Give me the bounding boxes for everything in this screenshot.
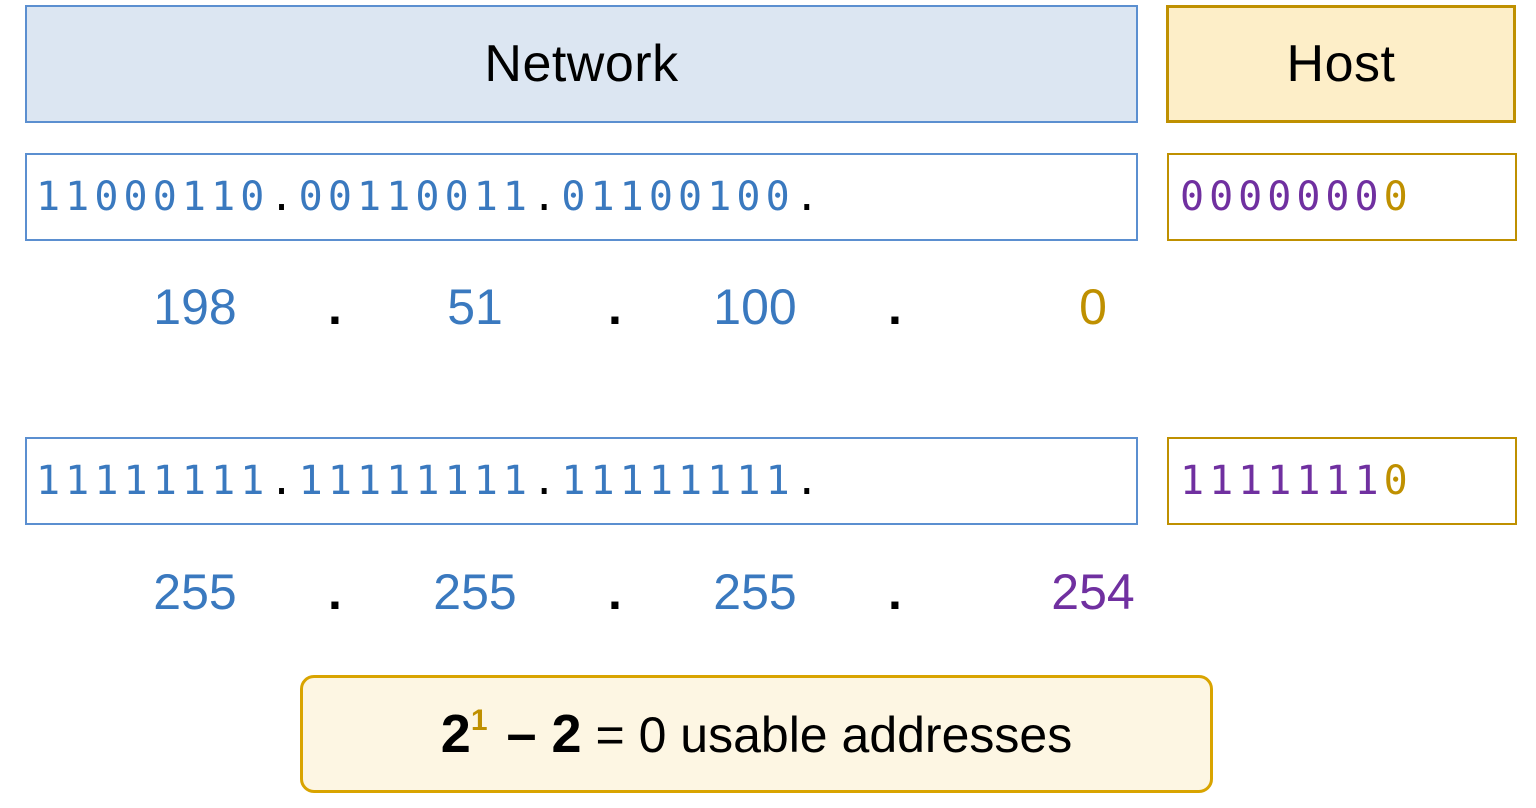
ip-decimal-dot-1: . bbox=[328, 279, 342, 335]
ip-decimal-octet1: 198 bbox=[153, 279, 237, 335]
mask-decimal-row: 255 . 255 . 255 . 254 bbox=[0, 557, 1536, 627]
mask-decimal-dot-1: . bbox=[328, 564, 342, 620]
formula-base: 2 bbox=[440, 704, 471, 764]
ip-binary-host-host-bits: 0 bbox=[1383, 174, 1413, 220]
ip-binary-host-network-bits: 0000000 bbox=[1180, 174, 1384, 220]
ip-binary-dot-2: . bbox=[532, 174, 562, 220]
ip-binary-dot-1: . bbox=[269, 174, 299, 220]
mask-binary-dot-1: . bbox=[269, 458, 299, 504]
mask-binary-dot-3: . bbox=[794, 458, 824, 504]
mask-binary-octet3: 11111111 bbox=[561, 458, 795, 504]
header-host-label: Host bbox=[1286, 35, 1396, 93]
mask-decimal-octet3: 255 bbox=[713, 564, 797, 620]
mask-decimal-dot-2: . bbox=[608, 564, 622, 620]
header-network-label: Network bbox=[484, 35, 679, 93]
formula-result-text: = 0 usable addresses bbox=[581, 707, 1073, 763]
mask-decimal-octet1: 255 bbox=[153, 564, 237, 620]
ip-decimal-row: 198 . 51 . 100 . 0 bbox=[0, 272, 1536, 342]
ip-decimal-octet2: 51 bbox=[447, 279, 503, 335]
ip-decimal-octet3: 100 bbox=[713, 279, 797, 335]
ip-decimal-dot-2: . bbox=[608, 279, 622, 335]
ip-binary-dot-3: . bbox=[794, 174, 824, 220]
ip-decimal-octet4: 0 bbox=[1079, 279, 1107, 335]
mask-binary-octet1: 11111111 bbox=[36, 458, 270, 504]
header-network: Network bbox=[25, 5, 1138, 123]
mask-binary-network-box: 11111111.11111111.11111111. bbox=[25, 437, 1138, 525]
mask-decimal-dot-3: . bbox=[888, 564, 902, 620]
ip-binary-octet3: 01100100 bbox=[561, 174, 795, 220]
mask-binary-dot-2: . bbox=[532, 458, 562, 504]
mask-binary-octet2: 11111111 bbox=[298, 458, 533, 504]
ip-binary-octet2: 00110011 bbox=[298, 174, 533, 220]
ip-decimal-dot-3: . bbox=[888, 279, 902, 335]
mask-decimal-octet4: 254 bbox=[1051, 564, 1135, 620]
mask-decimal-octet2: 255 bbox=[433, 564, 517, 620]
ip-binary-octet1: 11000110 bbox=[36, 174, 270, 220]
formula-minus-two: – 2 bbox=[491, 704, 582, 764]
mask-binary-host-network-bits: 1111111 bbox=[1180, 458, 1384, 504]
formula-exponent: 1 bbox=[470, 704, 488, 737]
mask-binary-host-host-bits: 0 bbox=[1383, 458, 1413, 504]
header-host: Host bbox=[1166, 5, 1516, 123]
ip-binary-network-box: 11000110.00110011.01100100. bbox=[25, 153, 1138, 241]
